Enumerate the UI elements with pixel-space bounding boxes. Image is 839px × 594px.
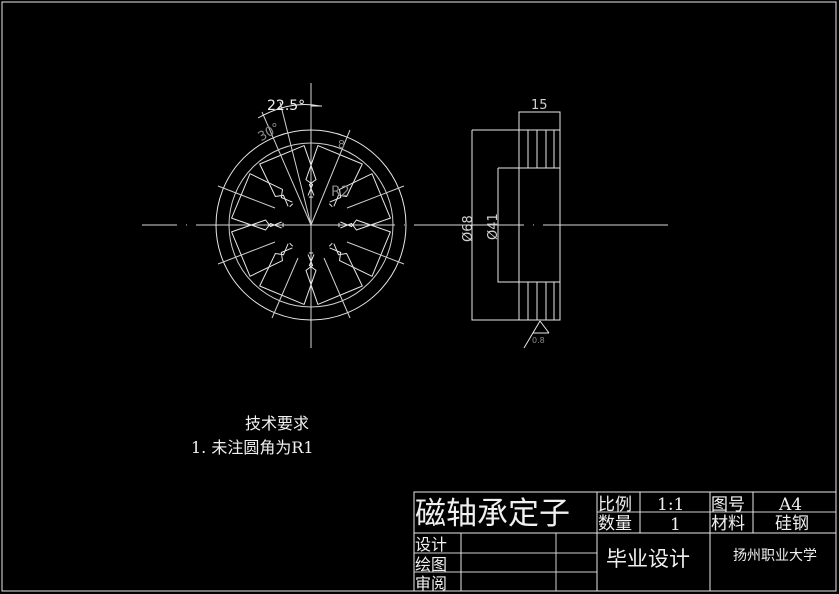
stator-slot bbox=[329, 173, 391, 231]
quantity-label: 数量 bbox=[598, 514, 632, 534]
drafter-label: 绘图 bbox=[415, 555, 447, 574]
material-value: 硅钢 bbox=[775, 514, 809, 534]
surface-roughness-symbol: 0.8 bbox=[523, 320, 550, 349]
school-name: 扬州职业大学 bbox=[733, 548, 817, 564]
reviewer-label: 审阅 bbox=[415, 574, 447, 593]
pole-tip-arc bbox=[328, 242, 333, 247]
stator-slot bbox=[259, 145, 317, 207]
radius-dimension-r2: R2 bbox=[331, 184, 350, 200]
title-block: 磁轴承定子 比例 1:1 图号 A4 数量 1 材料 硅钢 设计 绘图 审阅 毕… bbox=[413, 491, 837, 593]
pole-tip-arc bbox=[289, 203, 294, 208]
project-label: 毕业设计 bbox=[606, 547, 690, 571]
pole-tip-arc bbox=[328, 203, 333, 208]
part-name: 磁轴承定子 bbox=[415, 496, 570, 532]
stator-slot bbox=[329, 219, 391, 277]
front-view: 22.5° 30° 8 R2 bbox=[142, 83, 440, 348]
drawing-number-label: 图号 bbox=[711, 495, 745, 515]
pole-tip-arc bbox=[289, 242, 294, 247]
inner-diameter-dimension: Ø41 bbox=[486, 213, 501, 240]
width-dimension-15: 15 bbox=[531, 98, 548, 113]
scale-value: 1:1 bbox=[657, 495, 684, 515]
svg-text:0.8: 0.8 bbox=[532, 336, 545, 345]
technical-requirement-1: 1. 未注圆角为R1 bbox=[191, 438, 314, 457]
outer-diameter-dimension: Ø68 bbox=[461, 215, 476, 242]
stator-slot bbox=[231, 219, 293, 277]
angle-dimension-22-5: 22.5° bbox=[267, 98, 305, 114]
quantity-value: 1 bbox=[670, 515, 681, 535]
material-label: 材料 bbox=[711, 514, 745, 534]
angle-dimension-30: 30° bbox=[256, 120, 283, 145]
designer-label: 设计 bbox=[415, 535, 447, 554]
stator-slot bbox=[231, 173, 293, 231]
technical-requirements-title: 技术要求 bbox=[245, 414, 309, 433]
side-view: 15 Ø68 Ø41 0.8 bbox=[440, 98, 668, 349]
small-dimension-8: 8 bbox=[338, 138, 345, 151]
drawing-number-value: A4 bbox=[778, 495, 802, 515]
scale-label: 比例 bbox=[598, 495, 632, 515]
